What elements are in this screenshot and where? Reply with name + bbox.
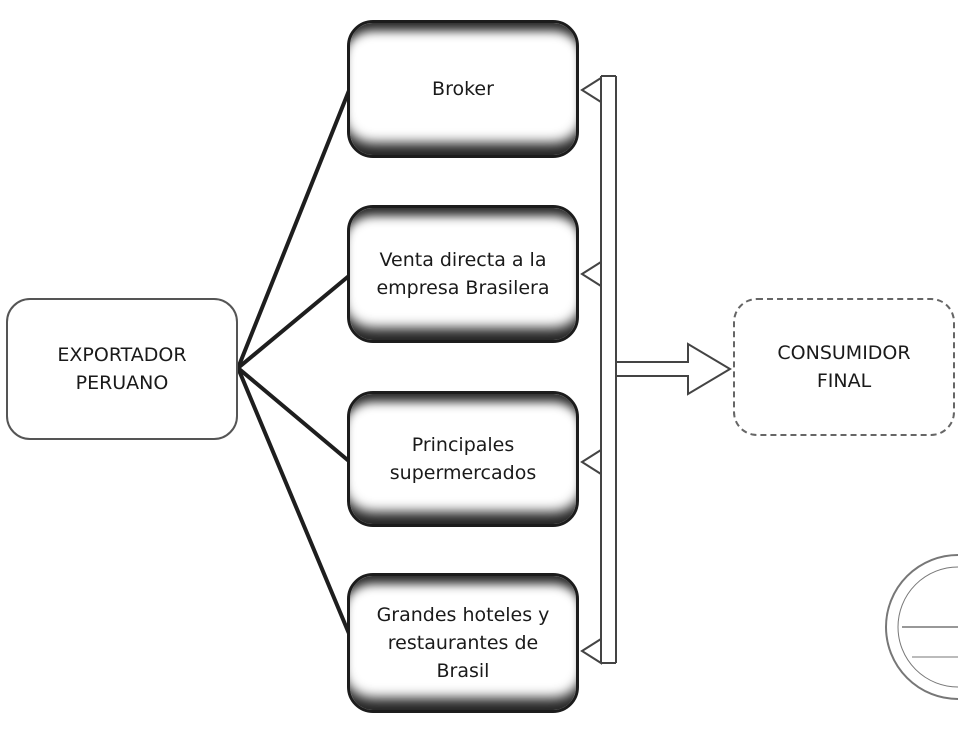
- broker-label: Broker: [432, 78, 494, 100]
- exportador-label-line-1: EXPORTADOR: [57, 344, 187, 366]
- consumidor-label-line-1: CONSUMIDOR: [777, 342, 911, 364]
- venta-directa-node: Venta directa a la empresa Brasilera: [347, 205, 579, 343]
- library-stamp: [885, 554, 958, 700]
- hoteles-node: Grandes hoteles y restaurantes de Brasil: [347, 573, 579, 713]
- arrow-to-supermercados: [580, 448, 602, 476]
- arrow-to-hoteles: [580, 637, 602, 665]
- exportador-label-line-2: PERUANO: [75, 372, 169, 394]
- consumidor-label-line-2: FINAL: [816, 370, 872, 392]
- broker-node: Broker: [347, 20, 579, 158]
- link-exportador-venta: [236, 273, 352, 370]
- link-exportador-hoteles: [236, 366, 352, 638]
- venta-label-line-2: empresa Brasilera: [376, 277, 550, 299]
- merge-bracket: [600, 75, 617, 664]
- exportador-peruano-node: EXPORTADOR PERUANO: [6, 298, 238, 440]
- link-exportador-supermercados: [236, 366, 352, 464]
- supermercados-node: Principales supermercados: [347, 391, 579, 527]
- link-exportador-broker: [236, 86, 352, 370]
- arrow-to-consumidor: [615, 342, 732, 396]
- hoteles-label-line-2: restaurantes de: [387, 632, 539, 654]
- supermercados-label-line-2: supermercados: [389, 462, 537, 484]
- arrow-to-venta: [580, 260, 602, 288]
- venta-label-line-1: Venta directa a la: [379, 249, 547, 271]
- supermercados-label-line-1: Principales: [411, 434, 515, 456]
- hoteles-label-line-1: Grandes hoteles y: [376, 604, 550, 626]
- consumidor-final-node: CONSUMIDOR FINAL: [733, 298, 955, 436]
- hoteles-label-line-3: Brasil: [436, 660, 490, 682]
- arrow-to-broker: [580, 76, 602, 104]
